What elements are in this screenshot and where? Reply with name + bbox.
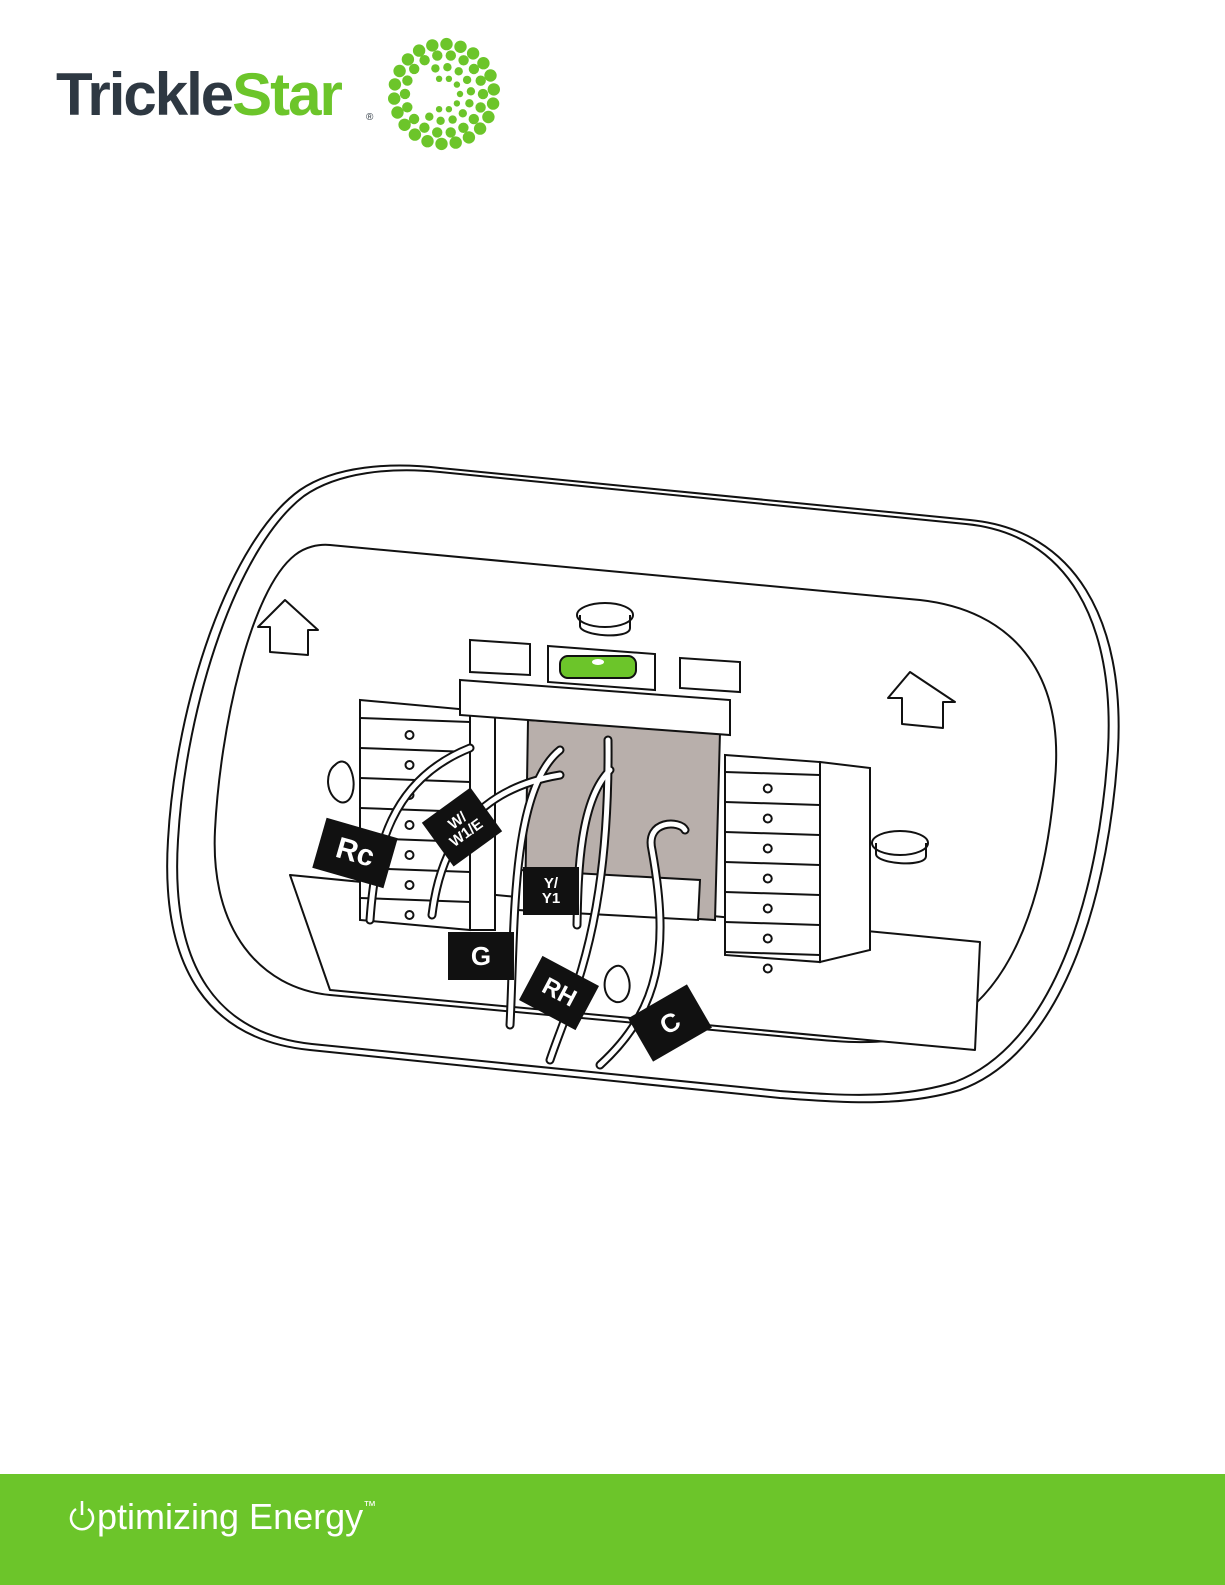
wire-label-g: G xyxy=(448,932,514,980)
star-burst-dot xyxy=(440,38,452,50)
star-burst-dot xyxy=(402,53,414,65)
star-burst-dot xyxy=(446,106,452,112)
brand-name-trickle: Trickle xyxy=(56,61,232,128)
star-burst-dot xyxy=(432,50,442,60)
star-burst-dot xyxy=(446,50,456,60)
star-burst-dot xyxy=(450,136,462,148)
terminal-screw xyxy=(764,905,772,913)
terminal-screw xyxy=(406,821,414,829)
terminal-screw xyxy=(406,761,414,769)
star-burst-dot xyxy=(478,89,488,99)
star-burst-dot xyxy=(400,89,410,99)
trademark-mark: ™ xyxy=(363,1498,376,1513)
terminal-screw xyxy=(764,935,772,943)
terminal-screw xyxy=(764,815,772,823)
terminal-screw xyxy=(406,911,414,919)
star-burst-dot xyxy=(393,65,405,77)
star-burst-dot xyxy=(487,97,499,109)
star-burst-dot xyxy=(425,113,433,121)
star-burst-dot xyxy=(474,122,486,134)
star-burst-dot xyxy=(457,91,463,97)
wire-label-y: Y/ Y1 xyxy=(523,867,579,915)
star-burst-dot xyxy=(469,64,479,74)
footer-tagline-text: ptimizing Energy xyxy=(97,1496,363,1537)
star-burst-dot xyxy=(463,131,475,143)
star-burst-dot xyxy=(484,69,496,81)
star-burst-dot xyxy=(419,123,429,133)
terminal-screw xyxy=(764,785,772,793)
star-burst-dot xyxy=(463,76,471,84)
star-burst-dot xyxy=(436,106,442,112)
star-burst-dot xyxy=(446,76,452,82)
star-burst-icon xyxy=(384,36,504,156)
star-burst-dot xyxy=(435,138,447,150)
terminal-screw xyxy=(764,875,772,883)
star-burst-dot xyxy=(431,64,439,72)
star-burst-dot xyxy=(448,115,456,123)
thermostat-wiring-illustration: Rc W/ W1/E Y/ Y1 G RH C xyxy=(140,450,1120,1130)
footer-bar: ptimizing Energy™ xyxy=(0,1474,1225,1585)
star-burst-dot xyxy=(432,127,442,137)
star-burst-dot xyxy=(426,39,438,51)
star-burst-dot xyxy=(467,47,479,59)
star-burst-dot xyxy=(409,64,419,74)
star-burst-dot xyxy=(402,75,412,85)
terminal-screw xyxy=(764,965,772,973)
terminal-screw xyxy=(406,851,414,859)
star-burst-dot xyxy=(419,55,429,65)
star-burst-dot xyxy=(436,76,442,82)
star-burst-dot xyxy=(455,67,463,75)
star-burst-dot xyxy=(443,63,451,71)
terminal-screw xyxy=(406,731,414,739)
brand-wordmark: TrickleStar xyxy=(56,60,341,130)
star-burst-dot xyxy=(458,123,468,133)
wall-plate-drawing xyxy=(140,450,1120,1130)
star-burst-dot xyxy=(469,114,479,124)
star-burst-dot xyxy=(409,114,419,124)
star-burst-dot xyxy=(477,57,489,69)
star-burst-dot xyxy=(482,111,494,123)
brand-name-star: Star xyxy=(232,61,341,128)
star-burst-dot xyxy=(413,44,425,56)
terminal-screw xyxy=(764,845,772,853)
star-burst-dot xyxy=(402,102,412,112)
brand-logo: TrickleStar ® xyxy=(56,36,506,156)
star-burst-dot xyxy=(454,81,460,87)
star-burst-dot xyxy=(475,102,485,112)
star-burst-dot xyxy=(458,55,468,65)
star-burst-dot xyxy=(476,76,486,86)
star-burst-dot xyxy=(465,99,473,107)
registered-mark: ® xyxy=(366,112,373,123)
star-burst-dot xyxy=(467,87,475,95)
star-burst-dot xyxy=(409,128,421,140)
terminal-screw xyxy=(406,881,414,889)
star-burst-dot xyxy=(436,117,444,125)
star-burst-dot xyxy=(391,106,403,118)
star-burst-dot xyxy=(446,127,456,137)
star-burst-dot xyxy=(488,83,500,95)
star-burst-dot xyxy=(459,109,467,117)
star-burst-dot xyxy=(454,100,460,106)
power-icon xyxy=(68,1499,96,1533)
footer-tagline: ptimizing Energy™ xyxy=(68,1496,376,1538)
star-burst-dot xyxy=(389,78,401,90)
star-burst-dot xyxy=(454,41,466,53)
star-burst-dot xyxy=(388,92,400,104)
star-burst-dot xyxy=(421,135,433,147)
star-burst-dot xyxy=(398,119,410,131)
